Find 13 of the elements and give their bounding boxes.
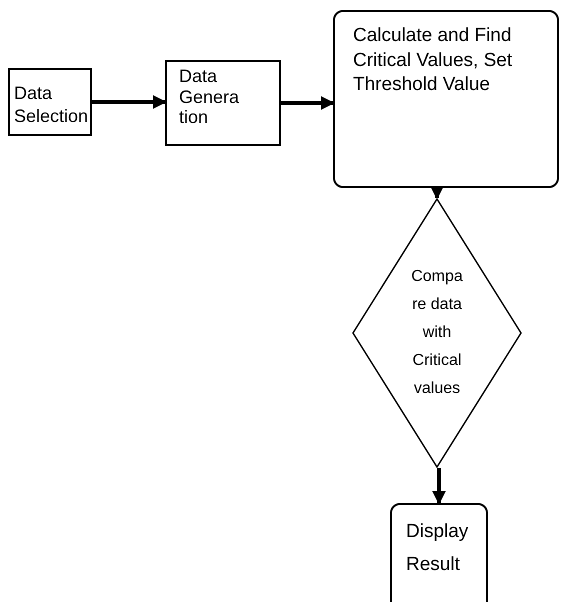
process-box: [333, 10, 559, 188]
process-box: [165, 60, 281, 146]
arrow: [92, 95, 167, 109]
arrow: [430, 186, 444, 200]
node-text: Data Genera tion: [179, 66, 240, 128]
node-text: Data Selection: [14, 82, 88, 127]
process-box: [8, 68, 92, 136]
node-text: Calculate and Find Critical Values, Set Threshold Value: [353, 24, 514, 98]
node-text: Display Result: [406, 520, 470, 578]
arrow: [432, 468, 446, 505]
process-box: [390, 503, 488, 602]
arrow: [281, 96, 335, 110]
node-text: Compa re data with Critical values: [410, 267, 464, 399]
